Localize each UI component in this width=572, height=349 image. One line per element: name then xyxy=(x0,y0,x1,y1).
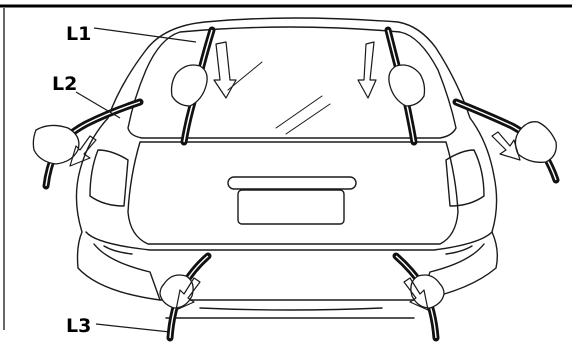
callout-l2: L2 xyxy=(52,73,77,95)
glass-reflection-2 xyxy=(275,95,323,129)
hand-top-right xyxy=(388,64,426,107)
tailgate-handle xyxy=(227,176,357,190)
pull-arrows xyxy=(69,41,521,311)
hand-side-right xyxy=(514,121,557,163)
rear-window xyxy=(127,26,457,139)
strap-l3-highlights xyxy=(169,255,437,339)
leader-l1 xyxy=(93,27,197,43)
tailgate xyxy=(127,141,459,245)
hands xyxy=(32,64,557,309)
right-tail-light xyxy=(445,149,485,207)
arrow-l1-left xyxy=(213,41,237,99)
arrow-l3-left xyxy=(175,277,201,311)
car-body xyxy=(75,17,499,319)
callout-l3: L3 xyxy=(66,315,91,337)
left-tail-light xyxy=(89,149,129,207)
leader-l3 xyxy=(95,323,171,333)
side-straps-l2 xyxy=(42,98,560,190)
bumper-reflector-right xyxy=(445,245,473,255)
hand-side-left xyxy=(32,124,80,165)
bumper-lower-right xyxy=(419,243,485,301)
leader-l2 xyxy=(75,91,121,119)
exhaust-line xyxy=(199,307,383,311)
arrow-l2-right xyxy=(491,131,521,161)
license-plate-recess xyxy=(237,189,345,225)
arrow-l3-right xyxy=(403,277,429,311)
rear-bumper xyxy=(85,231,493,251)
glass-reflection-3 xyxy=(285,103,331,135)
bumper-reflector-left xyxy=(103,245,133,255)
bumper-lower-left xyxy=(93,243,161,301)
hand-bottom-left xyxy=(159,274,194,309)
hand-bottom-right xyxy=(410,274,445,309)
leader-lines xyxy=(75,27,197,333)
hand-top-left xyxy=(170,64,208,107)
car-outline xyxy=(75,17,499,301)
arrow-l2-left xyxy=(69,135,97,167)
bottom-straps-l3 xyxy=(166,252,440,342)
arrow-l1-right xyxy=(357,41,377,99)
callout-l1: L1 xyxy=(66,23,91,45)
